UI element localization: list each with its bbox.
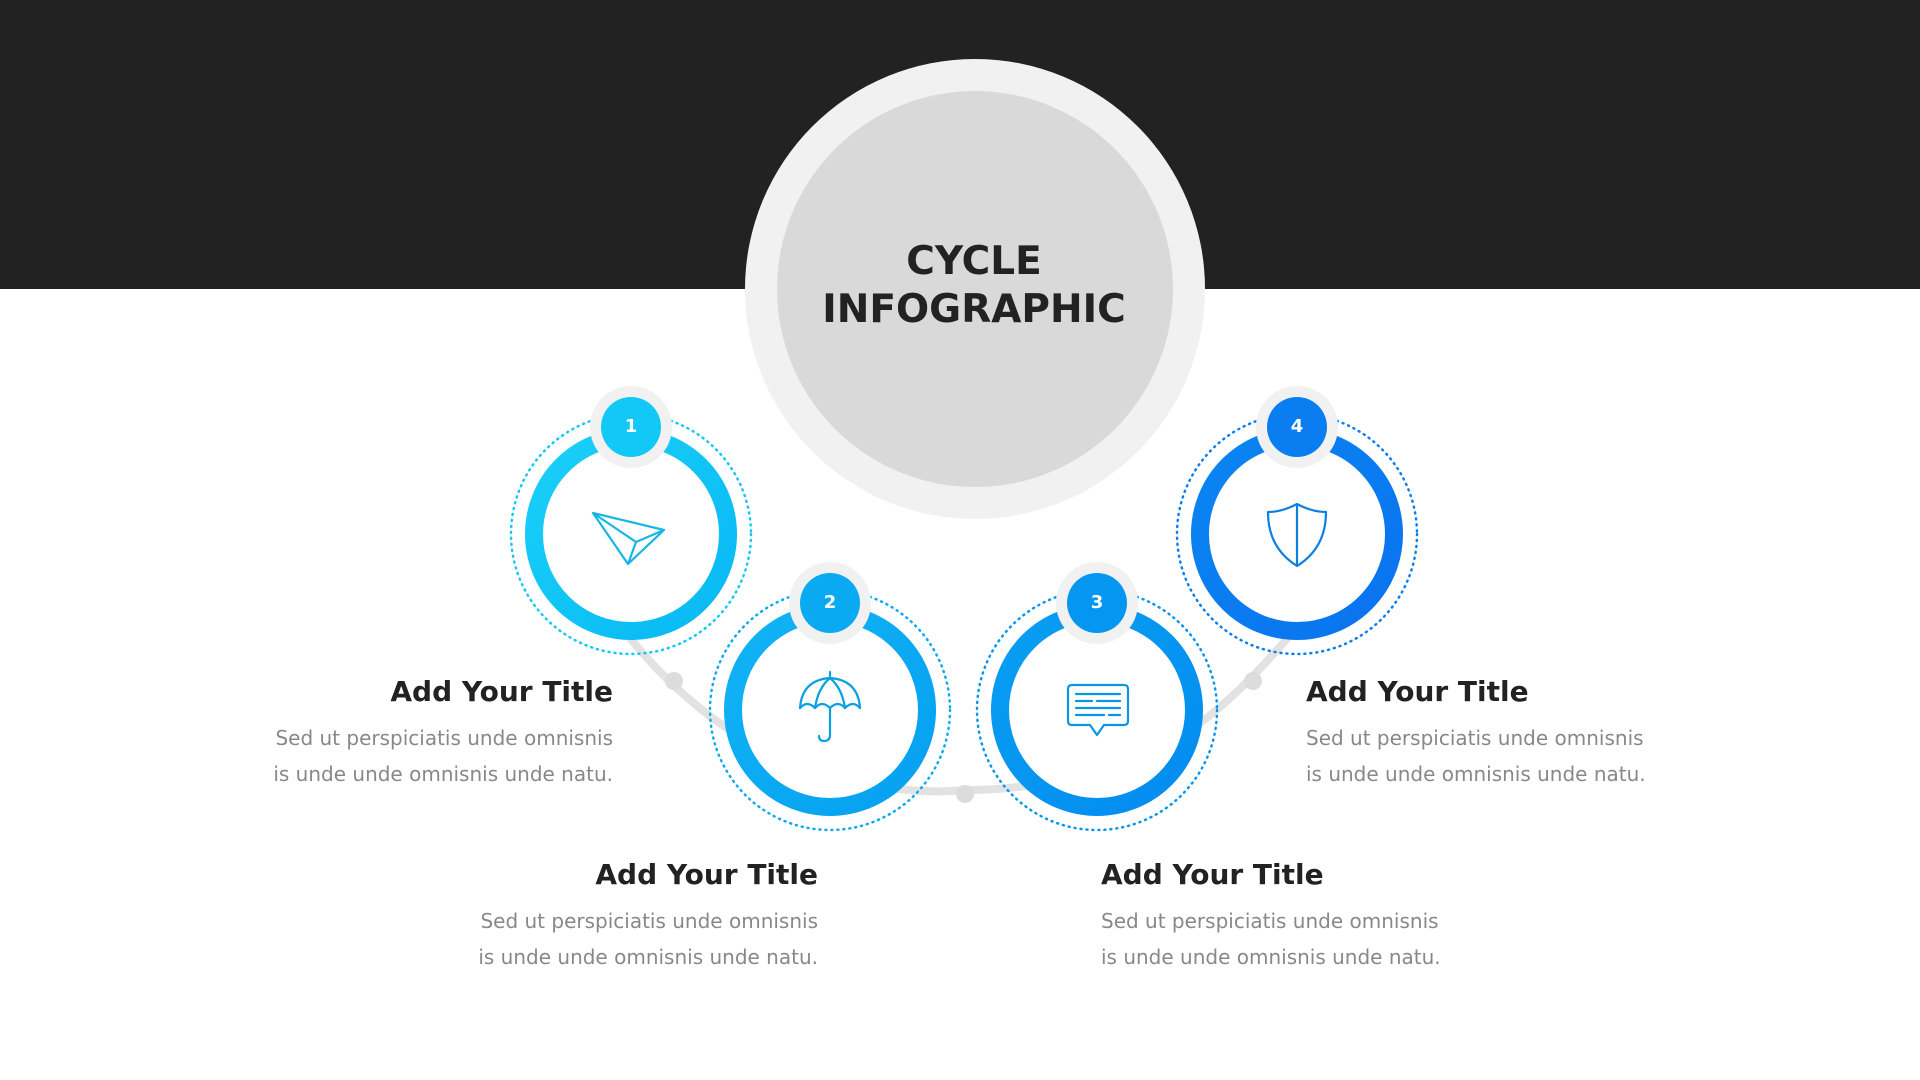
step-3-desc-line-1: Sed ut perspiciatis unde omnisnis (1101, 909, 1439, 933)
page-title: CYCLE INFOGRAPHIC (774, 238, 1174, 334)
step-4-title: Add Your Title (1306, 675, 1529, 708)
step-4-text: Add Your Title Sed ut perspiciatis unde … (1306, 674, 1686, 792)
title-line-1: CYCLE (906, 239, 1042, 284)
step-3-desc-line-2: is unde unde omnisnis unde natu. (1101, 945, 1441, 969)
step-1-title: Add Your Title (390, 675, 613, 708)
step-2-desc-line-1: Sed ut perspiciatis unde omnisnis (480, 909, 818, 933)
step-1-text: Add Your Title Sed ut perspiciatis unde … (233, 674, 613, 792)
step-3-title: Add Your Title (1101, 858, 1324, 891)
step-1-desc-line-1: Sed ut perspiciatis unde omnisnis (275, 726, 613, 750)
step-4-number: 4 (1290, 416, 1304, 437)
step-3-description: Sed ut perspiciatis unde omnisnis is und… (1101, 903, 1481, 975)
step-4-description: Sed ut perspiciatis unde omnisnis is und… (1306, 720, 1686, 792)
umbrella-icon (798, 670, 862, 743)
step-3-node (975, 562, 1219, 832)
step-4-desc-line-2: is unde unde omnisnis unde natu. (1306, 762, 1646, 786)
step-2-node (708, 562, 952, 832)
paper-plane-icon (591, 511, 666, 566)
connector-dot (956, 785, 974, 803)
shield-icon (1266, 502, 1328, 568)
step-3-text: Add Your Title Sed ut perspiciatis unde … (1101, 857, 1481, 975)
step-1-desc-line-2: is unde unde omnisnis unde natu. (273, 762, 613, 786)
step-2-desc-line-2: is unde unde omnisnis unde natu. (478, 945, 818, 969)
title-line-2: INFOGRAPHIC (822, 287, 1126, 332)
connector-dot (665, 672, 683, 690)
step-1-node (509, 386, 753, 656)
step-4-node (1175, 386, 1419, 656)
connector-dot (1244, 672, 1262, 690)
step-4-desc-line-1: Sed ut perspiciatis unde omnisnis (1306, 726, 1644, 750)
chat-message-icon (1066, 683, 1130, 737)
step-2-title: Add Your Title (595, 858, 818, 891)
step-3-number: 3 (1090, 592, 1104, 613)
step-2-description: Sed ut perspiciatis unde omnisnis is und… (438, 903, 818, 975)
hub-inner-circle (777, 91, 1173, 487)
step-1-description: Sed ut perspiciatis unde omnisnis is und… (233, 720, 613, 792)
step-2-text: Add Your Title Sed ut perspiciatis unde … (438, 857, 818, 975)
step-2-number: 2 (823, 592, 837, 613)
step-1-number: 1 (624, 416, 638, 437)
